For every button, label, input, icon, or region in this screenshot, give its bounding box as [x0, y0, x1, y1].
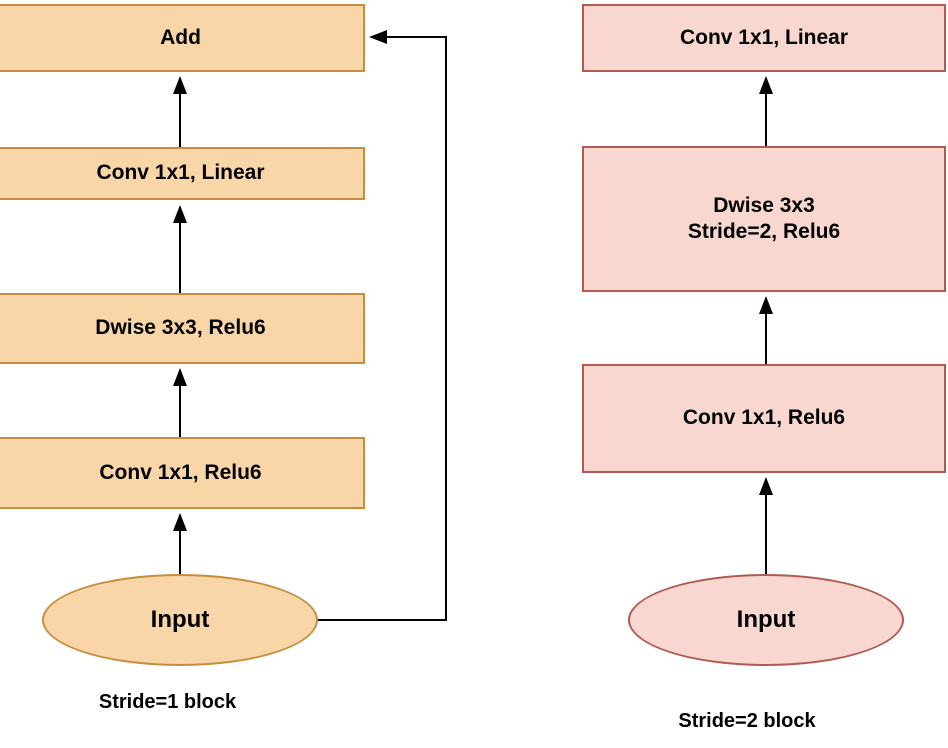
node-right-dwise-label-line1: Dwise 3x3: [713, 193, 815, 217]
node-right-input-ellipse: Input: [628, 574, 904, 666]
node-add: Add: [0, 4, 365, 72]
node-right-conv1x1-linear-label: Conv 1x1, Linear: [679, 25, 849, 49]
node-left-conv1x1-relu6: Conv 1x1, Relu6: [0, 437, 365, 509]
left-block-caption: Stride=1 block: [98, 691, 237, 713]
node-left-input-ellipse: Input: [42, 574, 318, 666]
node-left-conv1x1-linear-label: Conv 1x1, Linear: [96, 161, 265, 185]
node-left-dwise3x3-relu6: Dwise 3x3, Relu6: [0, 293, 365, 364]
right-block-caption: Stride=2 block: [678, 710, 816, 732]
node-left-input-label: Input: [150, 606, 210, 633]
node-left-conv1x1-relu6-label: Conv 1x1, Relu6: [99, 460, 262, 484]
node-add-label: Add: [160, 25, 201, 49]
node-right-input-label: Input: [736, 606, 796, 633]
node-right-dwise-label-line2: Stride=2, Relu6: [687, 220, 841, 243]
node-right-dwise3x3-stride2-relu6: Dwise 3x3 Stride=2, Relu6: [582, 146, 946, 292]
node-left-conv1x1-linear: Conv 1x1, Linear: [0, 147, 365, 200]
node-right-conv1x1-relu6: Conv 1x1, Relu6: [582, 364, 946, 473]
node-right-conv1x1-relu6-label: Conv 1x1, Relu6: [682, 406, 846, 430]
node-left-dwise3x3-relu6-label: Dwise 3x3, Relu6: [95, 316, 266, 340]
node-right-conv1x1-linear: Conv 1x1, Linear: [582, 4, 946, 72]
